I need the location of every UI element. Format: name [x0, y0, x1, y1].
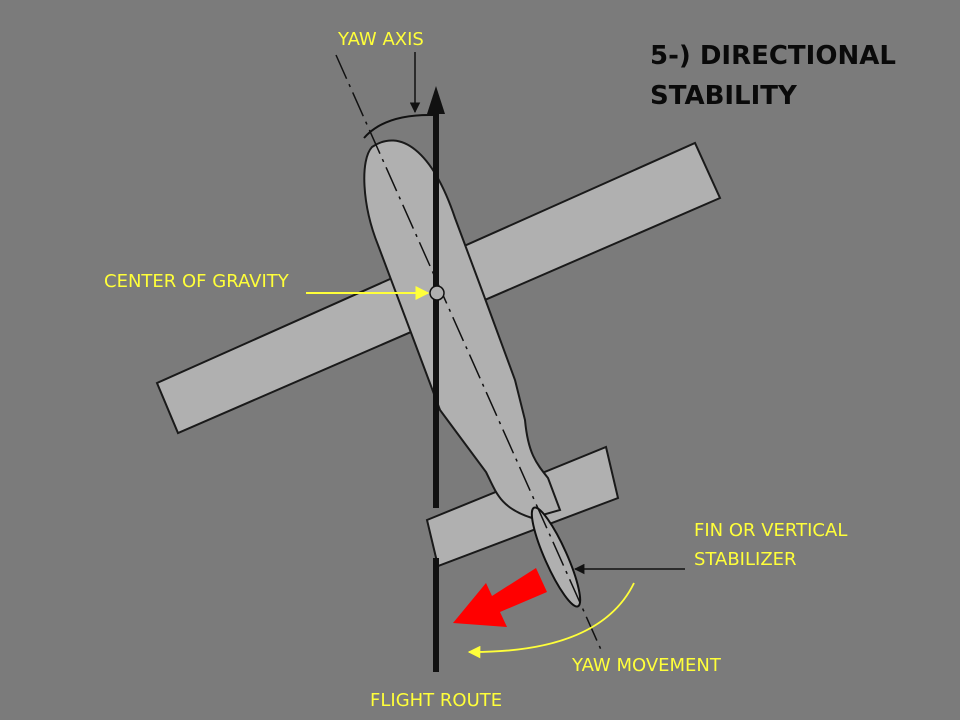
vertical-fin [530, 506, 582, 608]
yaw-movement-arc [467, 582, 635, 659]
yaw-movement-label: YAW MOVEMENT [572, 655, 721, 676]
title-line-1: 5-) DIRECTIONAL [650, 41, 896, 71]
flight-route-arrowhead [427, 86, 445, 114]
diagram-title: 5-) DIRECTIONAL STABILITY [650, 36, 896, 116]
yaw-axis-label: YAW AXIS [338, 29, 424, 50]
title-line-2: STABILITY [650, 81, 797, 111]
yaw-angle-arc [363, 113, 434, 139]
fin-label-line-1: FIN OR VERTICAL [694, 520, 848, 541]
red-direction-arrow [453, 568, 547, 627]
fin-label-line-2: STABILIZER [694, 549, 797, 570]
center-of-gravity-marker [429, 285, 445, 301]
center-of-gravity-label: CENTER OF GRAVITY [104, 271, 289, 292]
flight-route-label: FLIGHT ROUTE [370, 690, 503, 711]
yaw-axis-line [335, 54, 603, 653]
fuselage [363, 139, 562, 520]
